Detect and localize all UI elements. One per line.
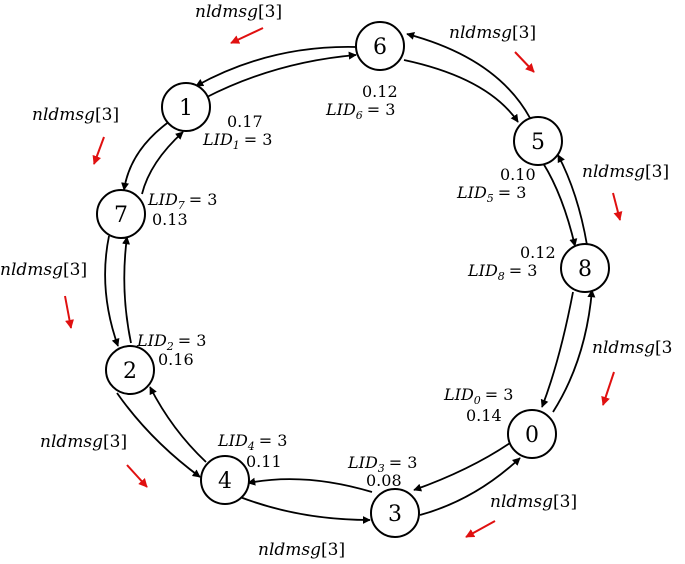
edge-4-to-2: [149, 386, 207, 463]
message-label: nldmsg[3]: [32, 105, 119, 125]
edge-4-to-3: [239, 496, 371, 524]
node-annotations: 0.12 LID6= 3 0.17 LID1= 3 0.10 LID5= 3 L…: [136, 82, 556, 490]
message-label: nldmsg[3]: [449, 23, 536, 43]
node-lid: LID7= 3: [147, 190, 217, 212]
message-labels: nldmsg[3] nldmsg[3] nldmsg[3] nldmsg[3] …: [0, 2, 672, 560]
node-lid: LID3= 3: [347, 453, 417, 475]
node-id: 7: [114, 203, 128, 228]
message-label: nldmsg[3]: [582, 162, 669, 182]
node-weight: 0.12: [520, 243, 556, 262]
node-circle: [560, 243, 610, 293]
node-id: 8: [578, 257, 592, 282]
node-circle: [513, 116, 563, 166]
node-6: 6: [355, 21, 405, 71]
message-arrow: [230, 27, 264, 44]
node-lid: LID5= 3: [456, 183, 526, 205]
message-arrow: [514, 51, 535, 73]
node-weight: 0.14: [466, 406, 502, 425]
message-label: nldmsg[3]: [490, 492, 577, 512]
edge-6-to-5: [403, 59, 519, 123]
edge-0-to-3: [413, 442, 511, 492]
message-label: nldmsg[3]: [40, 432, 127, 452]
node-3: 3: [370, 488, 420, 538]
message-label: nldmsg[3]: [195, 2, 282, 22]
node-lid: LID2= 3: [136, 331, 206, 353]
message-label: nldmsg[3]: [258, 540, 345, 560]
node-id: 6: [373, 35, 387, 60]
edge-8-to-0: [540, 291, 574, 408]
edge-7-to-2: [104, 235, 120, 347]
edge-5-to-8: [542, 162, 578, 247]
node-1: 1: [161, 82, 211, 132]
node-circle: [105, 345, 155, 395]
node-id: 1: [179, 96, 193, 121]
node-weight: 0.16: [158, 350, 194, 369]
node-id: 3: [388, 502, 402, 527]
node-lid: LID1= 3: [202, 130, 272, 152]
node-id: 0: [525, 423, 539, 448]
node-5: 5: [513, 116, 563, 166]
node-circle: [370, 488, 420, 538]
node-lid: LID6= 3: [325, 100, 395, 122]
node-weight: 0.08: [366, 471, 402, 490]
edge-2-to-4: [116, 392, 201, 478]
edge-3-to-4: [247, 477, 373, 493]
node-circle: [200, 455, 250, 505]
node-weight: 0.10: [500, 165, 536, 184]
edge-7-to-1: [141, 131, 184, 195]
message-label: nldmsg[3]: [0, 260, 87, 280]
edge-2-to-7: [122, 236, 132, 344]
node-lid: LID4= 3: [217, 431, 287, 453]
node-circle: [355, 21, 405, 71]
node-weight: 0.11: [246, 452, 282, 471]
edge-3-to-0: [419, 457, 521, 516]
edge-8-to-5: [557, 154, 588, 246]
edge-0-to-8: [552, 289, 596, 413]
node-2: 2: [105, 345, 155, 395]
node-0: 0: [507, 409, 557, 459]
message-label: nldmsg[3: [592, 338, 672, 358]
node-weight: 0.17: [227, 112, 263, 131]
message-arrow: [126, 464, 148, 488]
node-lid: LID8= 3: [467, 261, 537, 283]
message-arrow: [64, 295, 74, 329]
node-id: 4: [218, 469, 232, 494]
message-arrows: [64, 27, 623, 538]
message-arrow: [92, 136, 105, 165]
node-4: 4: [200, 455, 250, 505]
edge-6-to-1: [195, 46, 357, 87]
node-weight: 0.12: [362, 82, 398, 101]
node-circle: [161, 82, 211, 132]
node-circle: [96, 189, 146, 239]
edge-5-to-6: [406, 31, 531, 119]
message-arrow: [612, 192, 623, 221]
message-arrow: [465, 520, 496, 538]
node-circle: [507, 409, 557, 459]
edge-1-to-6: [204, 51, 357, 99]
edge-1-to-7: [121, 120, 171, 191]
message-arrow: [601, 371, 615, 406]
node-id: 2: [123, 359, 137, 384]
node-weight: 0.13: [152, 210, 188, 229]
node-id: 5: [531, 130, 545, 155]
edges: [104, 31, 596, 524]
node-lid: LID0= 3: [443, 385, 513, 407]
node-8: 8: [560, 243, 610, 293]
node-7: 7: [96, 189, 146, 239]
